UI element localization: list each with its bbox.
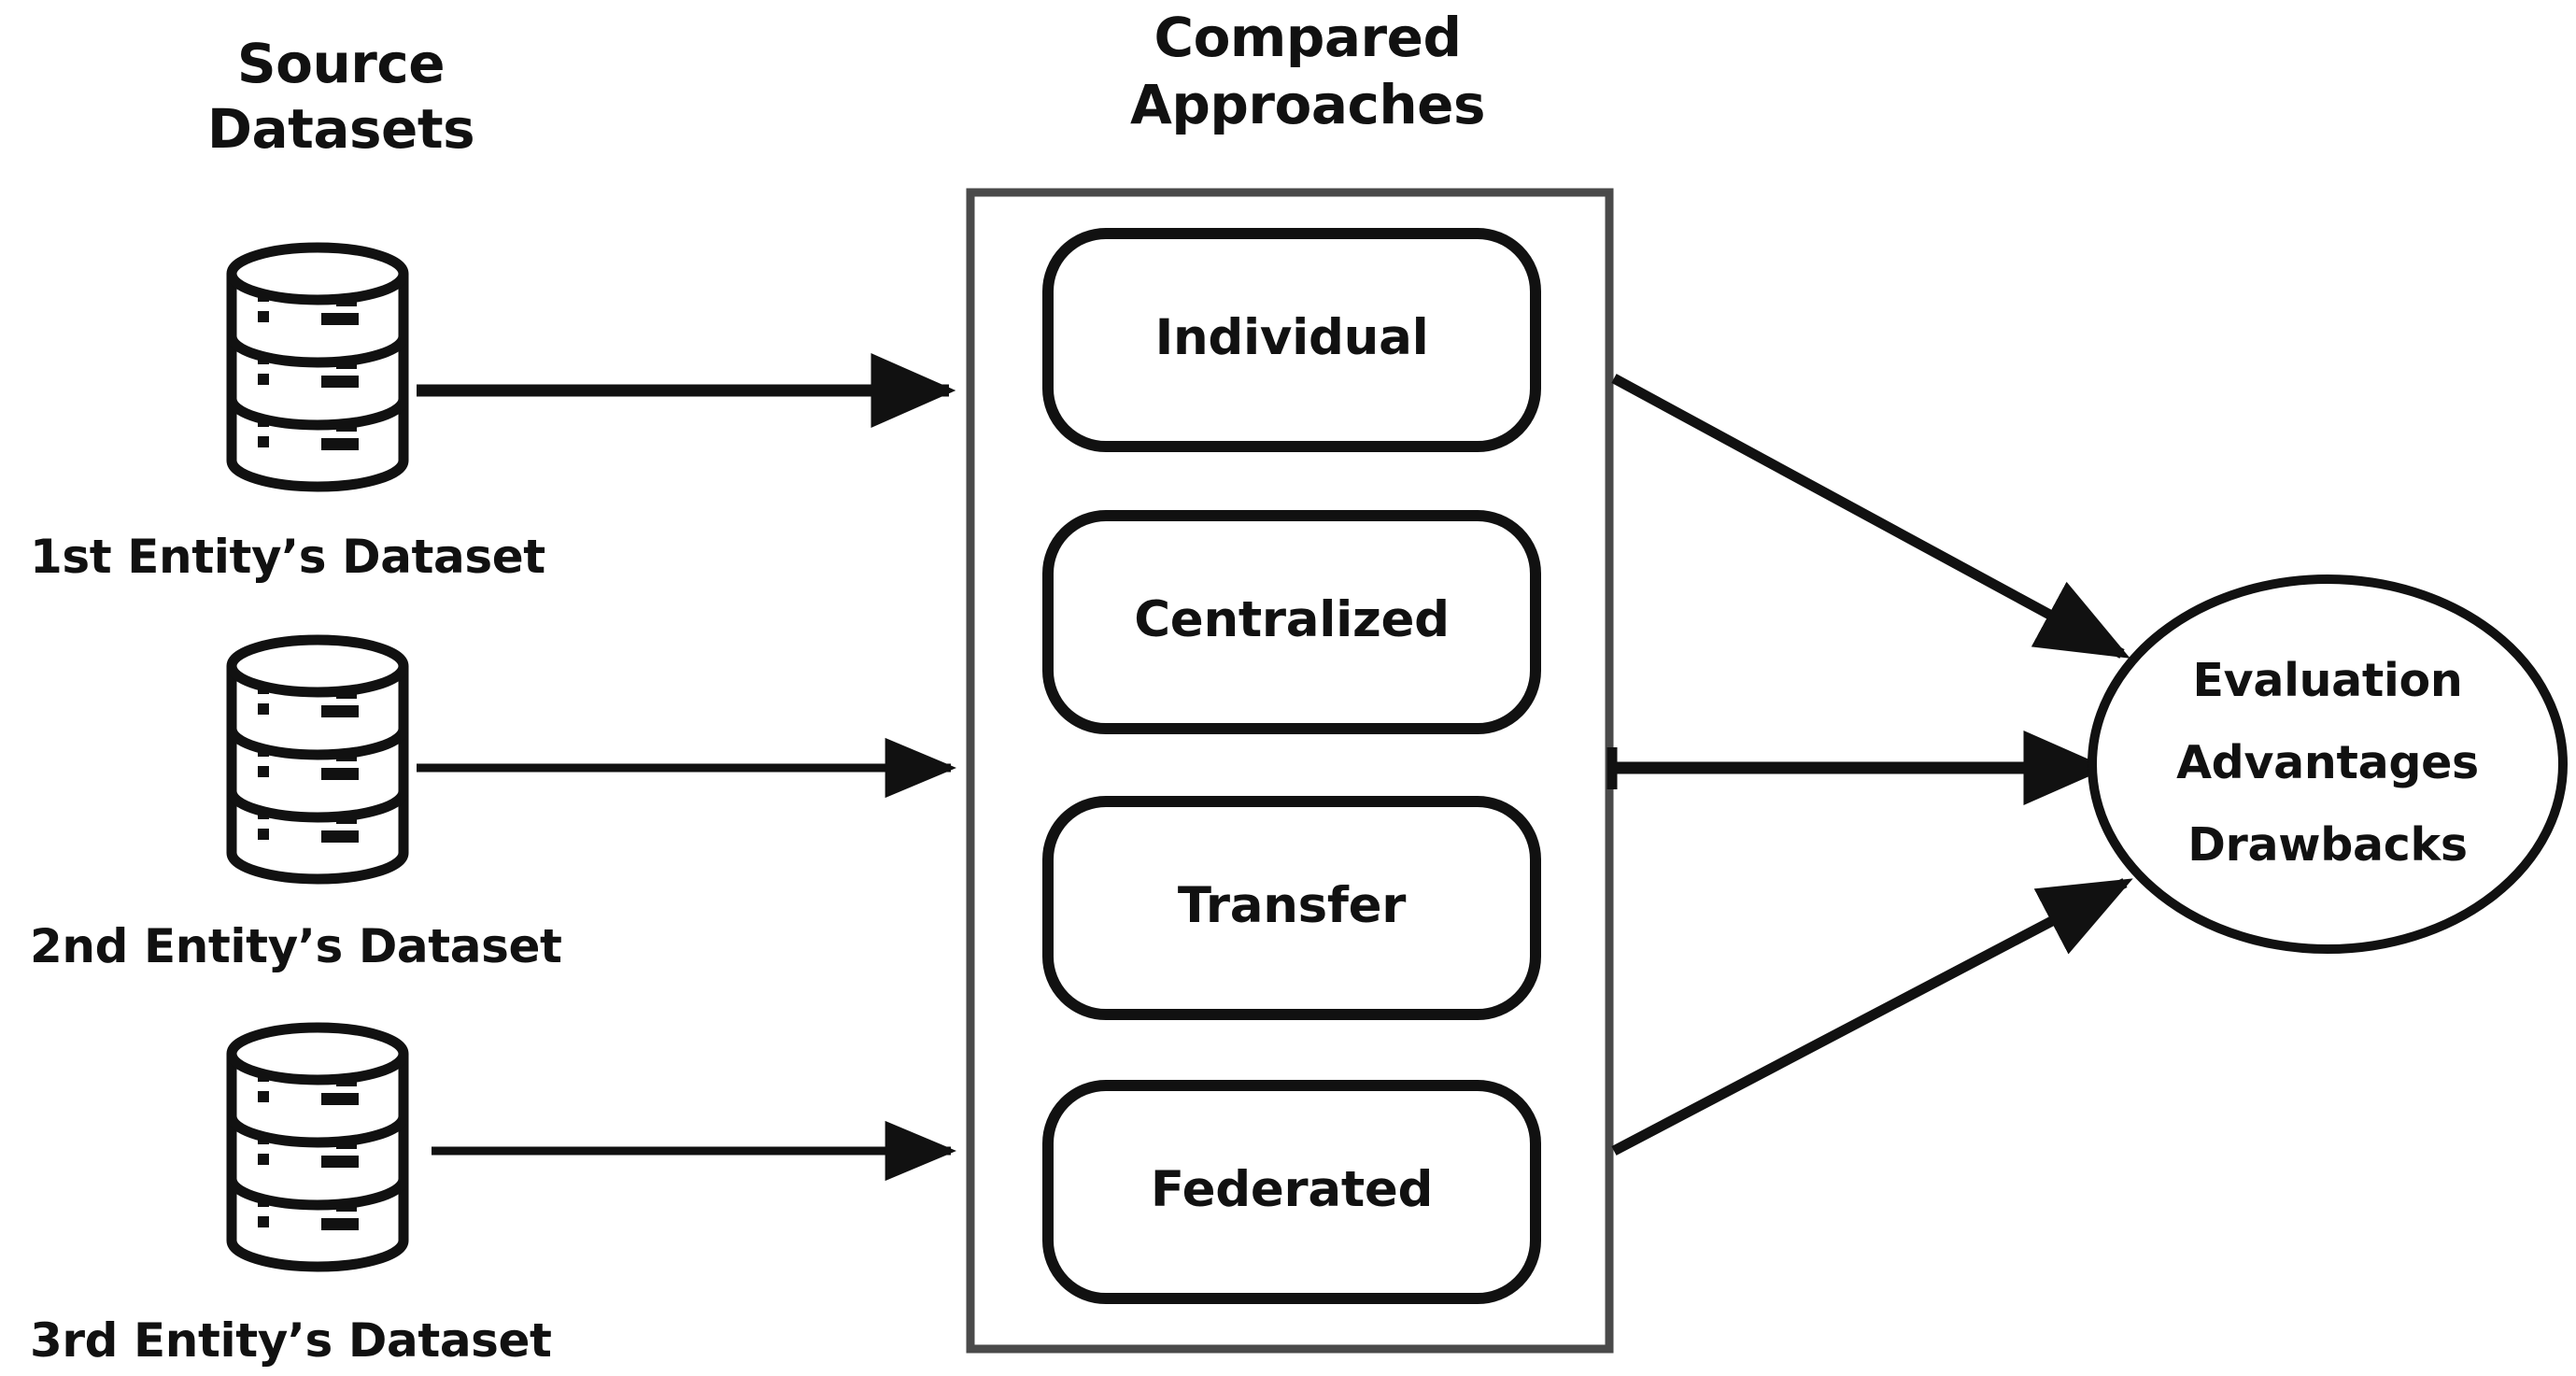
approach-label-federated: Federated xyxy=(1151,1161,1433,1218)
approach-box-federated[interactable]: Federated xyxy=(1042,1080,1541,1304)
outcome-line-evaluation: Evaluation xyxy=(2193,654,2463,707)
approach-box-transfer[interactable]: Transfer xyxy=(1042,796,1541,1020)
dataset-group-1[interactable]: 1st Entity’s Dataset xyxy=(30,248,545,584)
outcome-line-drawbacks: Drawbacks xyxy=(2187,818,2467,872)
arrow-top-diagonal xyxy=(1611,374,2130,659)
compared-approaches-heading: Compared Approaches xyxy=(1130,6,1486,136)
approach-label-transfer: Transfer xyxy=(1178,877,1406,934)
dataset-label-2: 2nd Entity’s Dataset xyxy=(30,919,562,973)
approach-label-centralized: Centralized xyxy=(1134,591,1450,648)
dataset-group-2[interactable]: 2nd Entity’s Dataset xyxy=(30,640,562,973)
dataset-label-1: 1st Entity’s Dataset xyxy=(30,530,545,584)
source-datasets-heading: Source Datasets xyxy=(207,32,475,161)
approach-label-individual: Individual xyxy=(1155,309,1429,366)
database-icon xyxy=(232,1028,403,1267)
database-icon xyxy=(232,248,403,487)
outcome-node[interactable]: Evaluation Advantages Drawbacks xyxy=(2088,575,2568,954)
outcome-line-advantages: Advantages xyxy=(2176,736,2479,789)
source-heading-line2: Datasets xyxy=(207,97,474,161)
approaches-heading-line2: Approaches xyxy=(1130,73,1485,136)
dataset-label-3: 3rd Entity’s Dataset xyxy=(30,1313,552,1368)
dataset-group-3[interactable]: 3rd Entity’s Dataset xyxy=(30,1028,552,1368)
approach-box-individual[interactable]: Individual xyxy=(1042,228,1541,452)
outcome-ellipse xyxy=(2088,575,2568,954)
approaches-heading-line1: Compared xyxy=(1154,6,1462,69)
arrow-bottom-diagonal xyxy=(1611,878,2133,1156)
approach-box-centralized[interactable]: Centralized xyxy=(1042,510,1541,734)
source-heading-line1: Source xyxy=(237,32,445,95)
database-icon xyxy=(232,640,403,879)
